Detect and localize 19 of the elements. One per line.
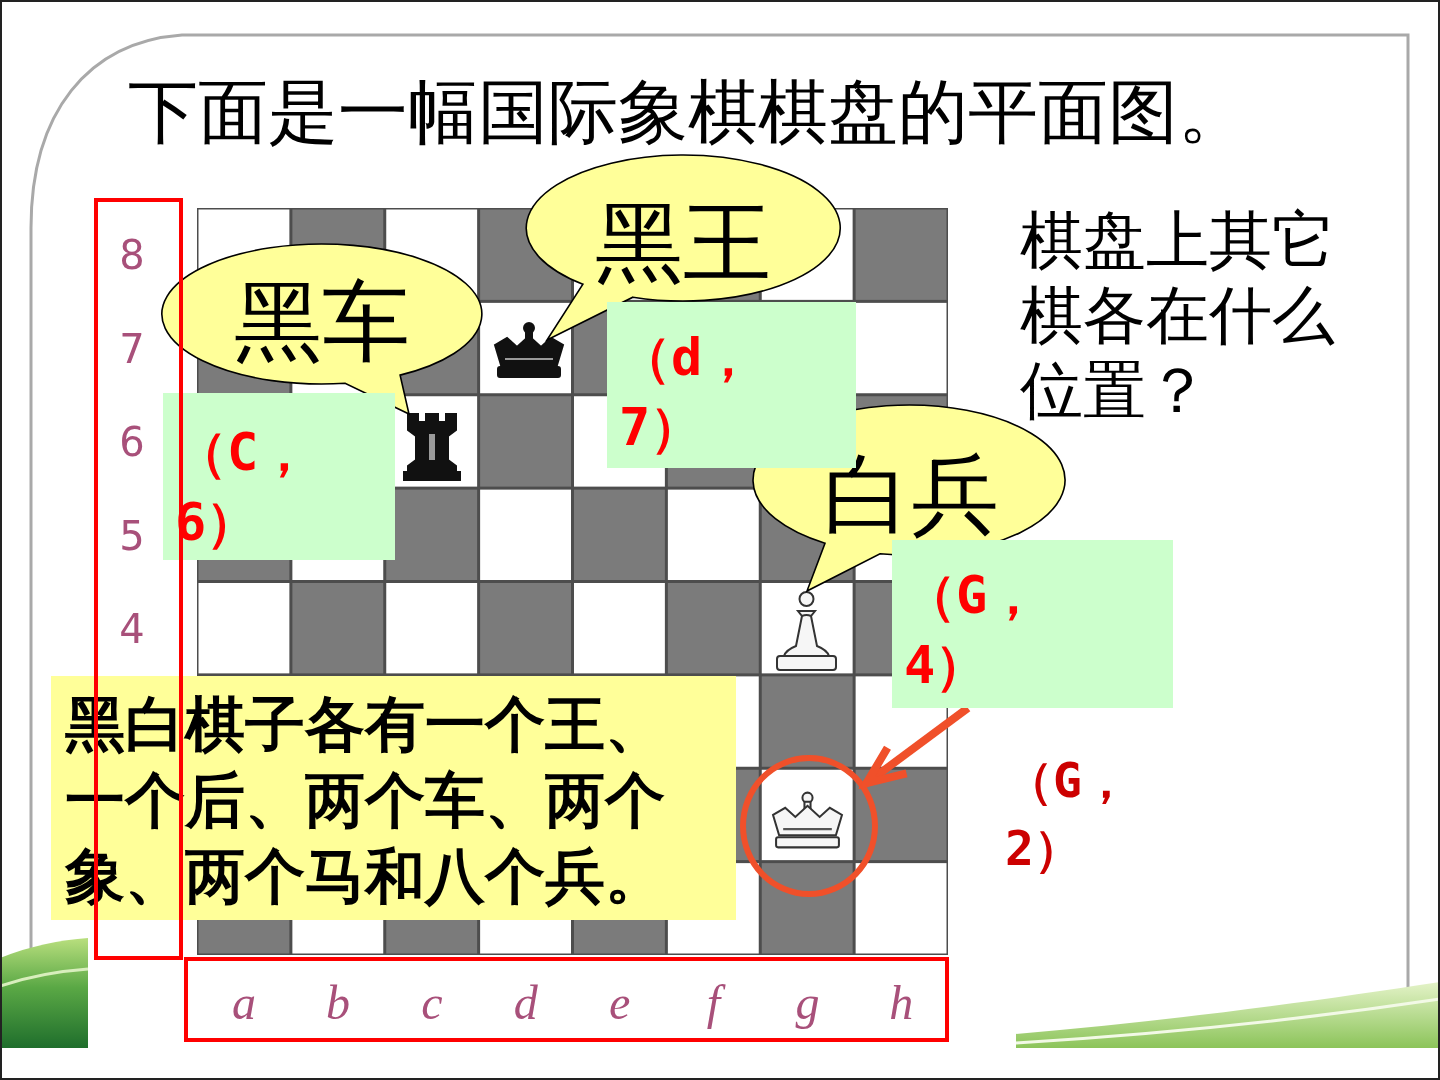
rank-label: 4 [118,605,146,654]
file-label: b [324,975,351,1031]
rank-label: 6 [118,418,146,467]
coordinate-box: （G，4） [892,540,1173,708]
highlight-frame [184,957,949,1042]
rank-label: 5 [118,511,146,561]
rank-label: 7 [118,324,146,374]
coordinate-box: （d，7） [607,302,856,468]
file-label: a [231,975,257,1031]
rank-label: 8 [118,231,146,280]
file-label: h [888,975,915,1031]
coordinate-text: （G，2） [1005,751,1131,878]
highlight-circle [740,755,878,897]
file-label: f [696,969,731,1037]
slide-title: 下面是一幅国际象棋棋盘的平面图。 [128,70,1248,154]
file-label: g [794,975,821,1031]
file-label: d [512,975,539,1031]
file-label: e [607,975,632,1031]
file-label: c [420,975,444,1031]
